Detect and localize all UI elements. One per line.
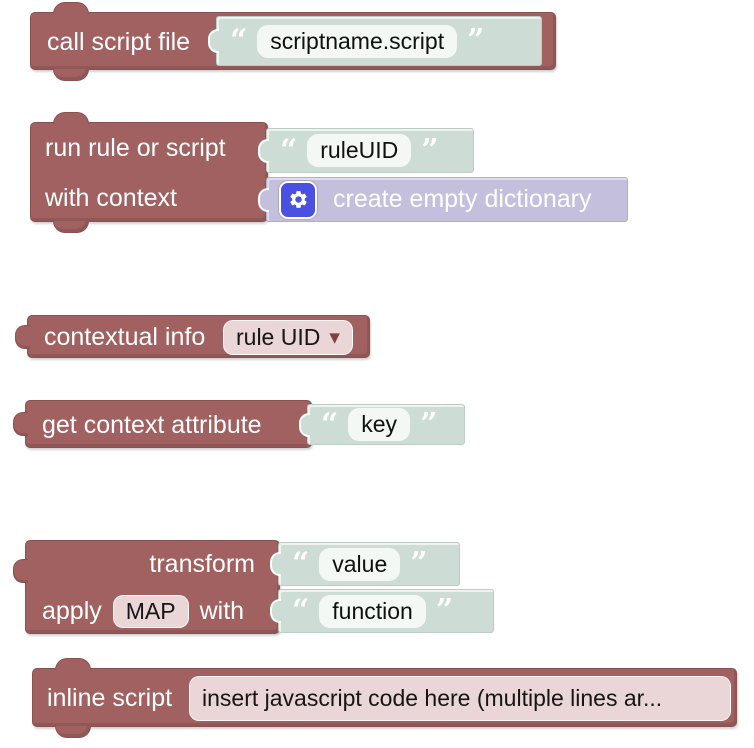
value-connector-tab	[208, 29, 219, 53]
value-connector-tab	[258, 187, 269, 212]
mutator-gear-button[interactable]	[279, 180, 317, 219]
output-connector-tab	[15, 324, 30, 349]
script-name-field[interactable]: scriptname.script	[257, 24, 458, 58]
close-quote-icon: ”	[410, 546, 428, 581]
block-label: inline script	[47, 684, 173, 712]
value-connector-tab	[270, 552, 281, 576]
block-body[interactable]: inline script insert javascript code her…	[32, 658, 737, 738]
block-body[interactable]: contextual info rule UID ▾	[15, 315, 370, 358]
with-label: with	[199, 597, 245, 625]
previous-connector-notch	[53, 2, 89, 14]
value-field[interactable]: value	[319, 547, 401, 581]
block-label: run rule or script	[45, 133, 226, 162]
close-quote-icon: ”	[467, 23, 485, 58]
apply-label: apply	[42, 597, 102, 625]
string-shadow-block[interactable]: “ function ”	[270, 589, 494, 633]
transform-label: transform	[149, 550, 255, 578]
contextual-info-dropdown[interactable]: rule UID ▾	[223, 320, 353, 355]
string-shadow-block[interactable]: “ key ”	[299, 404, 465, 445]
rule-uid-field[interactable]: ruleUID	[307, 134, 412, 167]
close-quote-icon: ”	[421, 132, 439, 168]
block-label: get context attribute	[42, 410, 262, 439]
dictionary-block-label: create empty dictionary	[333, 185, 592, 213]
next-connector-notch	[53, 221, 89, 233]
create-empty-dictionary-block[interactable]: create empty dictionary	[258, 177, 628, 222]
open-quote-icon: “	[292, 546, 310, 581]
block-body[interactable]: transform apply MAP with	[13, 540, 280, 635]
open-quote-icon: “	[230, 23, 248, 58]
close-quote-icon: ”	[420, 406, 438, 442]
string-shadow-block[interactable]: “ value ”	[270, 542, 460, 586]
block-label: call script file	[47, 27, 191, 56]
value-connector-tab	[258, 138, 269, 163]
previous-connector-notch	[53, 112, 89, 124]
open-quote-icon: “	[292, 593, 310, 628]
block-body[interactable]: run rule or script with context	[30, 112, 268, 233]
with-context-label: with context	[45, 183, 178, 212]
previous-connector-notch	[55, 658, 91, 670]
output-connector-tab	[13, 559, 28, 583]
inline-script-text-field[interactable]: insert javascript code here (multiple li…	[189, 676, 731, 721]
value-connector-tab	[270, 599, 281, 623]
output-connector-tab	[13, 412, 28, 436]
string-shadow-block[interactable]: “ ruleUID ”	[258, 128, 474, 173]
block-body[interactable]: get context attribute	[13, 400, 312, 448]
apply-row: apply MAP with	[42, 588, 244, 635]
dropdown-selected-option: rule UID	[236, 324, 321, 350]
value-connector-tab	[299, 412, 310, 437]
chevron-down-icon: ▾	[329, 326, 340, 349]
block-label: contextual info	[44, 323, 206, 351]
open-quote-icon: “	[321, 406, 339, 442]
gear-icon	[289, 191, 307, 208]
transformation-type-field[interactable]: MAP	[112, 595, 189, 628]
close-quote-icon: ”	[435, 593, 454, 628]
next-connector-notch	[53, 69, 89, 81]
open-quote-icon: “	[280, 132, 298, 168]
next-connector-notch	[55, 726, 91, 738]
key-field[interactable]: key	[348, 408, 411, 441]
function-field[interactable]: function	[319, 594, 426, 628]
string-shadow-block[interactable]: “ scriptname.script ”	[208, 16, 542, 66]
